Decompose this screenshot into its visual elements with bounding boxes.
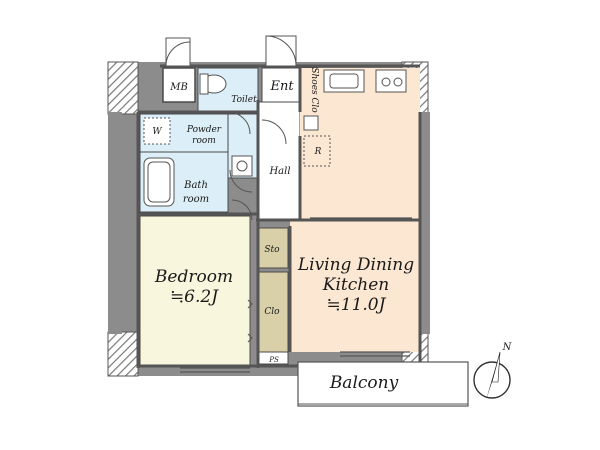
stove-icon (375, 69, 407, 93)
toilet-label: Toilet (231, 95, 257, 105)
refrigerator-label: R (314, 147, 322, 157)
bath-room-label-line1: Bath (183, 180, 208, 191)
bedroom-size-label: ≒6.2J (170, 287, 219, 307)
hall-label: Hall (268, 166, 290, 177)
washer-label: W (152, 127, 162, 137)
washer-icon (143, 117, 171, 145)
room-labels: MB Toilet Ent Shoes Clo W Powder room R … (152, 67, 512, 393)
shoes-closet-label: Shoes Clo (309, 67, 319, 113)
closet-label: Clo (264, 307, 280, 317)
balcony-label: Balcony (329, 373, 399, 393)
mb-label: MB (169, 82, 188, 93)
fixtures (143, 69, 407, 207)
powder-room-label-line2: room (192, 136, 216, 146)
entrance-label: Ent (269, 79, 294, 94)
bath-room-label-line2: room (183, 194, 209, 205)
powder-room-label-line1: Powder (186, 125, 222, 135)
ldk-label-line1: Living Dining (297, 255, 414, 275)
ldk-size-label: ≒11.0J (327, 295, 387, 315)
storage-label: Sto (264, 245, 280, 255)
north-label: N (502, 342, 513, 353)
windows (180, 217, 412, 373)
pipe-space-label: PS (268, 356, 279, 364)
doors (165, 35, 297, 343)
bedroom-label: Bedroom (154, 267, 233, 287)
ldk-label-line2: Kitchen (322, 275, 389, 295)
refrigerator-icon (303, 135, 331, 167)
north-compass (473, 351, 511, 400)
balcony (297, 361, 469, 407)
